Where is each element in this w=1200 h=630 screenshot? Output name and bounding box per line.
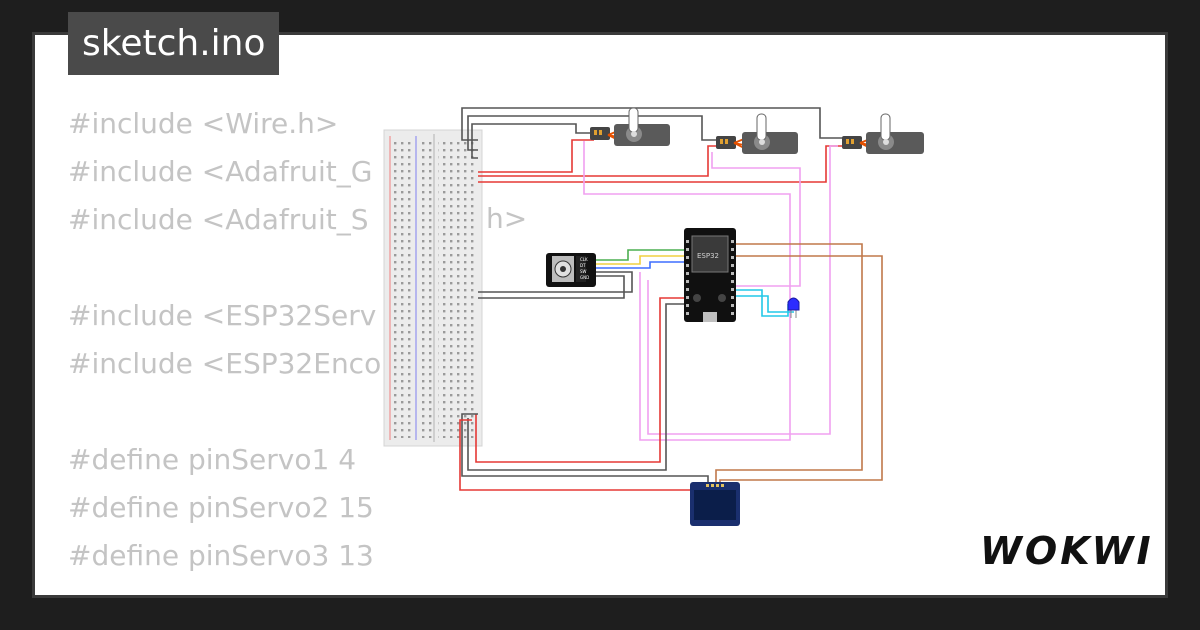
oled-display[interactable] <box>690 482 740 526</box>
servo-motor-3[interactable] <box>842 113 924 154</box>
code-line: #include <ESP32Enco <box>68 347 382 380</box>
servo-motor-1[interactable] <box>590 107 670 146</box>
blue-led[interactable] <box>787 297 800 318</box>
wires <box>459 107 883 491</box>
code-line: #include <Wire.h> <box>68 107 339 140</box>
rotary-encoder[interactable]: CLK DT SW GND <box>546 253 596 287</box>
breadboard[interactable] <box>383 129 483 447</box>
code-line: #define pinServo1 4 <box>68 443 357 476</box>
code-line: #define pinServo3 13 <box>68 539 374 572</box>
wokwi-logo: WOKWI <box>980 529 1152 573</box>
esp32-label: ESP32 <box>697 252 719 260</box>
file-tab-sketch[interactable]: sketch.ino <box>68 12 280 75</box>
code-background: #include <Wire.h> #include <Adafruit_G #… <box>68 100 381 628</box>
code-line: #include <Adafruit_S <box>68 203 369 236</box>
code-line: #include <ESP32Serv <box>68 299 377 332</box>
preview-card <box>32 32 1168 598</box>
code-line: #define pinServo2 15 <box>68 491 374 524</box>
code-fragment: h> <box>486 202 527 235</box>
servo-motor-2[interactable] <box>716 113 798 154</box>
encoder-pin-label: DT <box>580 263 586 268</box>
encoder-pin-label: SW <box>580 269 587 274</box>
encoder-pin-label: GND <box>580 275 589 280</box>
encoder-pin-label: CLK <box>580 257 588 262</box>
wokwi-logo-text: WOKWI <box>980 529 1152 573</box>
esp32-board[interactable]: ESP32 <box>684 228 736 322</box>
code-line: #include <Adafruit_G <box>68 155 373 188</box>
